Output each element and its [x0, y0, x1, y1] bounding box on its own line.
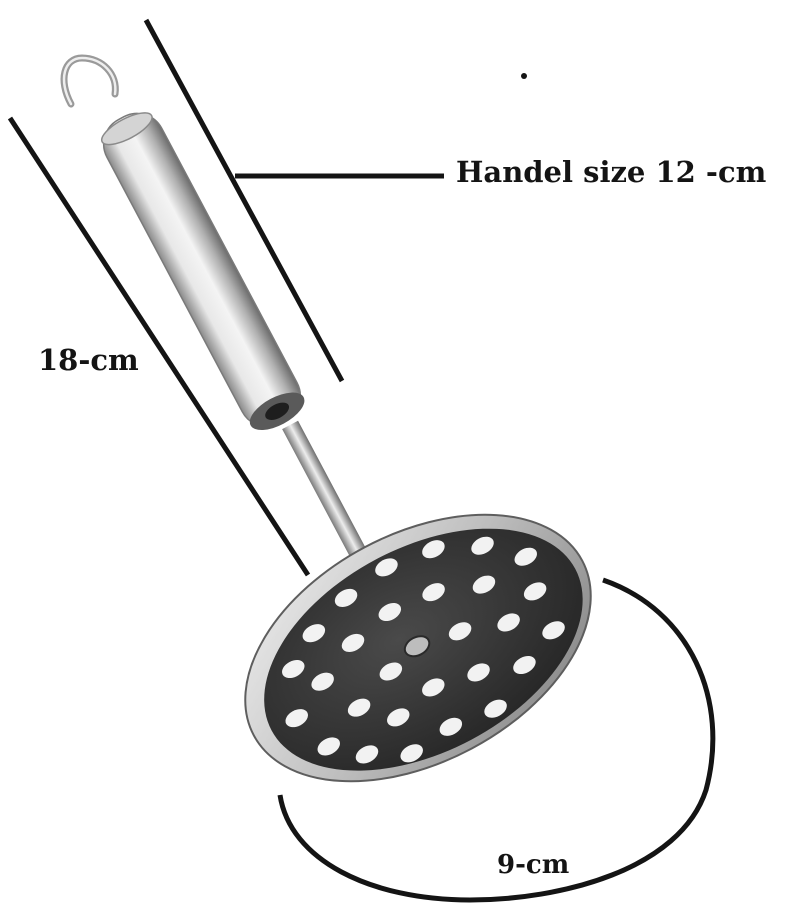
plate-rivet	[403, 635, 431, 658]
head-diameter-label: 9-cm	[497, 850, 570, 880]
length-dimension-line	[7, 116, 311, 577]
masher-plate	[244, 513, 592, 783]
plate-holes	[282, 536, 565, 764]
stray-dot	[521, 73, 527, 79]
diameter-dimension-arc	[277, 577, 716, 903]
hanging-loop	[60, 54, 119, 108]
handle-dimension-line	[143, 18, 345, 383]
masher-shaft	[282, 420, 374, 571]
masher-handle	[100, 112, 305, 431]
total-length-label: 18-cm	[38, 343, 139, 377]
handle-size-label: Handel size 12 -cm	[456, 155, 767, 189]
